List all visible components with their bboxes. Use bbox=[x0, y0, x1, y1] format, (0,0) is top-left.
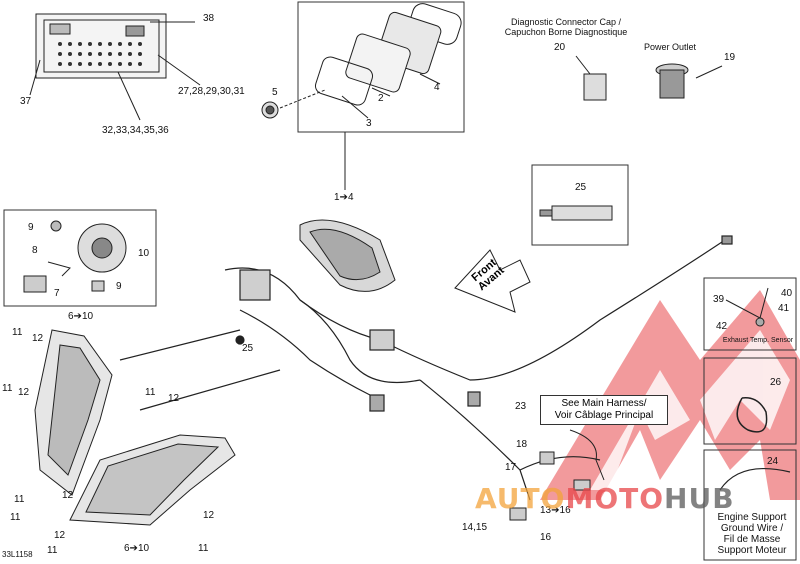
watermark-hub: HUB bbox=[664, 482, 735, 515]
part-26-loop bbox=[736, 397, 768, 433]
callout-27-31: 27,28,29,30,31 bbox=[178, 86, 245, 97]
small-connectors bbox=[509, 429, 605, 521]
diagnostic-cap-part bbox=[575, 55, 607, 101]
power-outlet-part bbox=[655, 63, 723, 99]
sealant-box bbox=[531, 164, 629, 246]
callout-9-bottom: 9 bbox=[116, 281, 122, 292]
callout-12-b: 12 bbox=[18, 387, 30, 398]
callout-10: 10 bbox=[138, 248, 150, 259]
callout-12-a: 12 bbox=[32, 333, 44, 344]
callout-41: 41 bbox=[778, 303, 790, 314]
callout-7: 7 bbox=[54, 288, 60, 299]
part-26-box bbox=[703, 357, 797, 445]
wiring-harness bbox=[119, 235, 733, 501]
callout-12-d: 12 bbox=[62, 490, 74, 501]
callout-5: 5 bbox=[272, 87, 278, 98]
callout-11-c: 11 bbox=[145, 387, 156, 398]
callout-17: 17 bbox=[505, 462, 517, 473]
see-main-harness-note: See Main Harness/ Voir Câblage Principal bbox=[540, 395, 668, 425]
ground-wire-box bbox=[703, 449, 797, 561]
callout-11-d: 11 bbox=[14, 494, 25, 505]
sealant-tube bbox=[539, 205, 613, 221]
headlamp-box bbox=[3, 209, 157, 307]
watermark-auto: AUTO bbox=[475, 482, 566, 515]
callout-12-f: 12 bbox=[203, 510, 215, 521]
watermark-text: AUTOMOTOHUB bbox=[475, 482, 735, 515]
callout-14-15: 14,15 bbox=[462, 522, 488, 533]
exhaust-sensor-box bbox=[703, 277, 797, 351]
callout-39: 39 bbox=[713, 294, 725, 305]
exhaust-sensor bbox=[725, 287, 769, 327]
exhaust-temp-caption: Exhaust Temp. Sensor bbox=[722, 337, 794, 344]
callout-11-f: 11 bbox=[198, 543, 209, 554]
gauge-lens bbox=[261, 3, 462, 190]
callout-12-e: 12 bbox=[54, 530, 66, 541]
headlamp-parts bbox=[23, 220, 127, 293]
left-headlight bbox=[34, 329, 113, 496]
callout-11-b: 11 bbox=[2, 383, 13, 394]
callout-6-10-top: 6➔10 bbox=[68, 311, 94, 322]
callout-11-e: 11 bbox=[10, 512, 21, 523]
callout-38: 38 bbox=[203, 13, 215, 24]
callout-11-g: 11 bbox=[47, 545, 58, 556]
callout-1-4: 1➔4 bbox=[334, 192, 354, 203]
instrument-cluster-board bbox=[29, 13, 201, 121]
callout-25: 25 bbox=[242, 343, 254, 354]
callout-18: 18 bbox=[516, 439, 528, 450]
callout-32-36: 32,33,34,35,36 bbox=[102, 125, 169, 136]
callout-6-10-bottom: 6➔10 bbox=[124, 543, 150, 554]
callout-9-top: 9 bbox=[28, 222, 34, 233]
callout-13-16: 13➔16 bbox=[540, 505, 571, 516]
callout-25-box: 25 bbox=[575, 182, 587, 193]
callout-26: 26 bbox=[770, 377, 782, 388]
diagnostic-cap-caption: Diagnostic Connector Cap / Capuchon Born… bbox=[504, 17, 628, 37]
callout-19: 19 bbox=[724, 52, 736, 63]
callout-4: 4 bbox=[434, 82, 440, 93]
callout-20: 20 bbox=[554, 42, 566, 53]
callout-11-a: 11 bbox=[12, 327, 23, 338]
callout-8: 8 bbox=[32, 245, 38, 256]
watermark-moto: MOTO bbox=[565, 482, 665, 515]
callout-37: 37 bbox=[20, 96, 32, 107]
callout-40: 40 bbox=[781, 288, 793, 299]
callout-3: 3 bbox=[366, 118, 372, 129]
power-outlet-caption: Power Outlet bbox=[643, 42, 697, 52]
callout-12-c: 12 bbox=[168, 393, 180, 404]
callout-2: 2 bbox=[378, 93, 384, 104]
right-headlight bbox=[69, 434, 236, 526]
callout-24: 24 bbox=[767, 456, 779, 467]
front-arrow bbox=[454, 249, 531, 313]
callout-42: 42 bbox=[716, 321, 728, 332]
callout-23: 23 bbox=[515, 401, 527, 412]
gauge-parts-frame bbox=[297, 1, 465, 133]
engine-support-caption: Engine Support Ground Wire / Fil de Mass… bbox=[717, 512, 787, 556]
drawing-code: 33L1158 bbox=[2, 550, 33, 559]
callout-16: 16 bbox=[540, 532, 552, 543]
ground-wire bbox=[719, 467, 791, 491]
gauge-cluster bbox=[299, 219, 396, 292]
